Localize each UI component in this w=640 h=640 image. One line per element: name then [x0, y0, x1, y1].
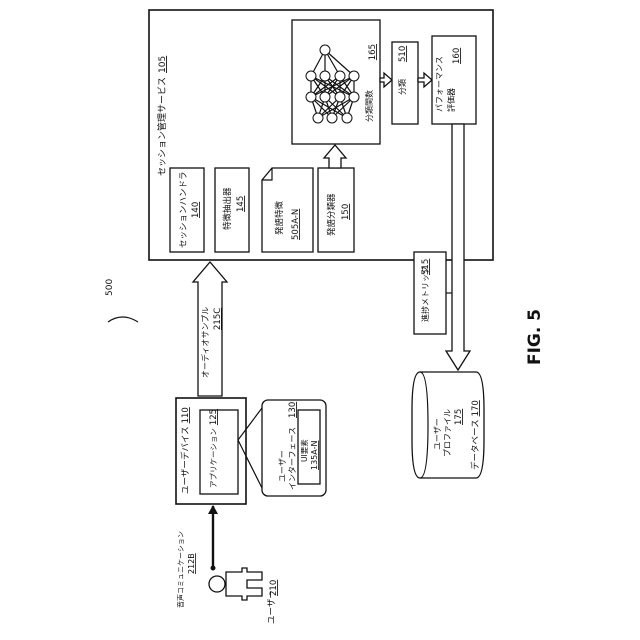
- classification-function-ref: 165: [368, 44, 378, 60]
- database-label: データベース170: [470, 400, 481, 470]
- utterance-classifier-label: 発語分類器: [326, 193, 337, 236]
- figure-label: FIG. 5: [525, 309, 545, 365]
- audio-communication-label: 音声コミュニケーション: [176, 531, 185, 608]
- user-interface-label-2: インターフェース: [288, 427, 297, 490]
- audio-sample-label: オーディオサンプル: [200, 307, 210, 378]
- ui-elements-label: UI要素: [299, 439, 309, 462]
- classification-ref: 510: [398, 46, 408, 62]
- figure-ref-500-leader: [108, 317, 138, 322]
- performance-evaluator-label-2: 評価器: [446, 88, 456, 112]
- audio-communication-arrowhead: [208, 505, 218, 514]
- session-handler-label: セッションハンドラ: [179, 171, 189, 248]
- performance-evaluator-label-1: パフォーマンス: [435, 56, 444, 112]
- user-profile-label-1: ユーザー: [433, 418, 442, 450]
- utterance-features-label: 発語特徴: [274, 200, 285, 235]
- feature-extractor-ref: 145: [236, 196, 246, 212]
- user-device-label: ユーザーデバイス110: [180, 407, 191, 494]
- ui-elements-ref: 135A-N: [310, 441, 319, 470]
- audio-communication-dot: [211, 566, 216, 571]
- user-person-icon: [209, 568, 262, 600]
- utterance-classifier-ref: 150: [341, 204, 351, 220]
- user-profile-label-2: プロファイル: [443, 409, 452, 457]
- user-label: ユーザー: [267, 590, 277, 624]
- audio-sample-ref: 215C: [213, 308, 223, 330]
- session-handler-ref: 140: [191, 202, 201, 218]
- application-box: [200, 410, 238, 494]
- feature-extractor-label: 特徴抽出器: [222, 187, 233, 230]
- user-profile-ref: 175: [454, 409, 464, 425]
- audio-communication-ref: 212B: [187, 553, 196, 574]
- performance-evaluator-ref: 160: [452, 48, 462, 64]
- session-management-service-label: セッション管理サービス105: [156, 56, 168, 176]
- utterance-features-ref: 505A-N: [291, 209, 301, 240]
- user-interface-ref: 130: [288, 402, 298, 418]
- figure-ref-500: 500: [105, 279, 115, 296]
- classification-function-label: 分類関数: [364, 90, 374, 122]
- application-label: アプリケーション125: [209, 409, 219, 488]
- progress-metric-ref: 515: [421, 259, 431, 275]
- classification-label: 分類: [397, 79, 407, 95]
- user-interface-label-1: ユーザー: [278, 450, 287, 482]
